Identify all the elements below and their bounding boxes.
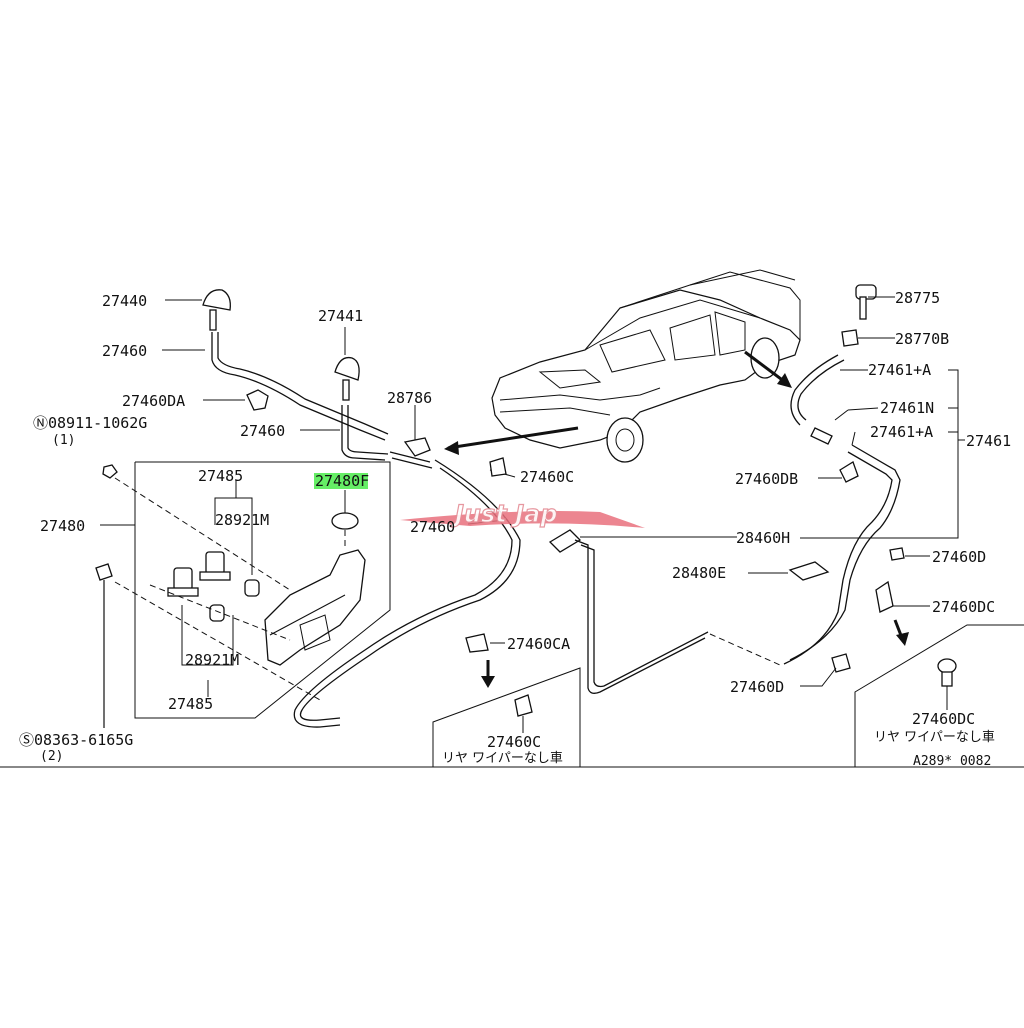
hose-27460-c (299, 459, 521, 721)
watermark-logo: Just Jap (400, 499, 645, 529)
label-27461: 27461 (966, 432, 1011, 450)
leader-lines-right (748, 296, 965, 687)
label-27460d-bottom: 27460D (730, 678, 784, 696)
joint-28786 (389, 437, 433, 469)
label-27460da: 27460DA (122, 392, 185, 410)
label-28480e: 28480E (672, 564, 726, 582)
leader-lines-left (162, 299, 516, 697)
inset-box-right (854, 624, 1024, 767)
pump-top (199, 551, 231, 581)
grommet-28770b (841, 329, 859, 347)
clip-27460db (839, 461, 859, 483)
label-27485-top: 27485 (198, 467, 243, 485)
label-27460d-right: 27460D (932, 548, 986, 566)
cap-27480f (331, 490, 359, 530)
pad-28480e (788, 561, 830, 581)
clip-27460dc (875, 580, 894, 613)
car-illustration (491, 269, 801, 463)
hose-27461a (790, 354, 839, 426)
label-27460c-inset: 27460C (487, 733, 541, 751)
label-27461a-bottom: 27461+A (870, 423, 933, 441)
hose-27460-b (341, 405, 386, 461)
connector-27461n (810, 427, 833, 445)
clip-27460d-bottom (831, 653, 851, 673)
bolt-08363 (95, 563, 113, 728)
label-28921m-bottom: 28921M (185, 651, 239, 669)
inset-box-left (432, 667, 581, 767)
clip-27460dc-inset (937, 658, 957, 710)
watermark-text: Just Jap (451, 500, 557, 528)
label-27460-a: 27460 (102, 342, 147, 360)
label-27460-b: 27460 (240, 422, 285, 440)
label-ref-code: A289* 0082 (913, 754, 991, 769)
reservoir-box (134, 461, 391, 719)
highlight-27480f (314, 473, 368, 489)
clip-27460ca (465, 633, 489, 653)
label-jp-left: リヤ ワイパーなし車 (442, 751, 563, 766)
label-27460dc-inset: 27460DC (912, 710, 975, 728)
hose-27460-a (211, 332, 386, 441)
label-jp-right: リヤ ワイパーなし車 (874, 730, 995, 745)
label-28921m-top: 28921M (215, 511, 269, 529)
clip-27460d-right (889, 547, 905, 561)
label-27485-bottom: 27485 (168, 695, 213, 713)
nozzle-28775 (855, 284, 877, 320)
label-28775: 28775 (895, 289, 940, 307)
part-labels: 27440 27460 27460DA 27460 27441 28786 Ⓝ0… (19, 289, 1011, 769)
grommet-bottom (209, 604, 225, 622)
label-08911-qty: (1) (52, 433, 75, 448)
pump-bottom (167, 567, 199, 597)
front-nozzle-27440 (202, 289, 231, 331)
label-28786: 28786 (387, 389, 432, 407)
label-27460ca: 27460CA (507, 635, 570, 653)
label-27461n: 27461N (880, 399, 934, 417)
label-27441: 27441 (318, 307, 363, 325)
clip-27460da (246, 389, 269, 411)
label-27440: 27440 (102, 292, 147, 310)
label-08363: Ⓢ08363-6165G (19, 731, 133, 749)
pointer-arrows (444, 350, 909, 688)
hose-28460h (548, 444, 901, 694)
grommet-top (244, 579, 260, 597)
arrow-to-front-nozzle (447, 426, 579, 450)
label-27460-c: 27460 (410, 518, 455, 536)
label-08911: Ⓝ08911-1062G (33, 414, 147, 432)
clip-27460c (489, 457, 507, 477)
clip-27460c-inset (514, 694, 533, 733)
label-27480: 27480 (40, 517, 85, 535)
nut-08911 (102, 464, 118, 479)
reservoir-tank-27480 (264, 549, 366, 666)
label-08363-qty: (2) (40, 749, 63, 764)
label-27460c: 27460C (520, 468, 574, 486)
label-27460dc: 27460DC (932, 598, 995, 616)
label-28460h: 28460H (736, 529, 790, 547)
label-27480f: 27480F (315, 472, 369, 490)
label-28770b: 28770B (895, 330, 949, 348)
nozzle-27441 (334, 356, 360, 401)
label-27461a-top: 27461+A (868, 361, 931, 379)
arrow-to-rear (744, 350, 786, 384)
label-27460db: 27460DB (735, 470, 798, 488)
